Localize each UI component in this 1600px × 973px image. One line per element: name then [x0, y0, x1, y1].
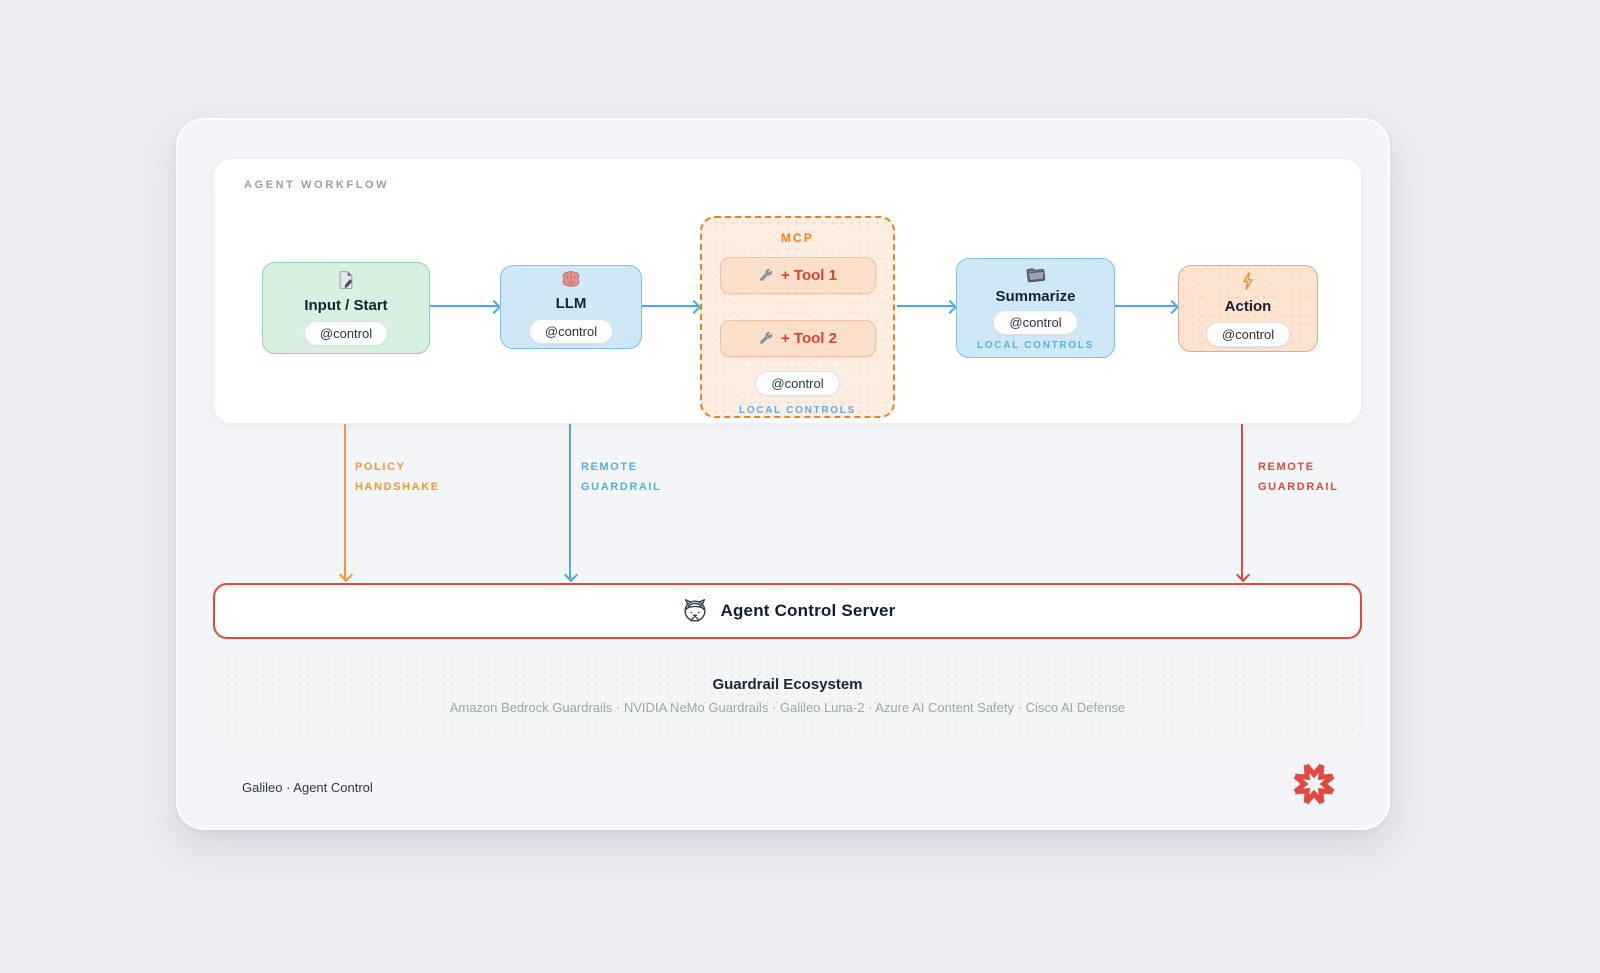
- tool-label: + Tool 2: [781, 330, 837, 347]
- control-badge: @control: [755, 371, 840, 396]
- panel-title: AGENT WORKFLOW: [244, 179, 390, 191]
- guardrail-ecosystem-panel: Guardrail Ecosystem Amazon Bedrock Guard…: [213, 652, 1362, 739]
- local-controls-label: LOCAL CONTROLS: [739, 405, 856, 416]
- footer-brand: Galileo · Agent Control: [242, 780, 373, 795]
- node-label: Summarize: [995, 288, 1076, 305]
- galileo-logo-icon: [1292, 762, 1336, 806]
- node-label: Input / Start: [304, 297, 388, 314]
- label-line: REMOTE: [581, 461, 638, 473]
- arrow-policy-handshake: [344, 424, 346, 580]
- wrench-icon: [758, 331, 774, 347]
- mcp-group: MCP + Tool 1 + Tool 2 @control LOCAL CON…: [700, 216, 895, 418]
- mcp-title: MCP: [780, 231, 815, 245]
- zap-icon: [1239, 271, 1257, 291]
- node-action: Action @control: [1178, 265, 1318, 352]
- arrow-llm-to-mcp: [642, 305, 698, 307]
- label-line: GUARDRAIL: [1258, 481, 1339, 494]
- control-badge: @control: [993, 310, 1078, 335]
- tool-label: + Tool 1: [781, 267, 837, 284]
- agent-control-server-bar: Agent Control Server: [213, 583, 1362, 639]
- remote-guardrail-llm-label: REMOTE GUARDRAIL: [581, 457, 661, 498]
- control-badge: @control: [303, 321, 389, 346]
- node-label: Action: [1224, 297, 1272, 315]
- diagram-card: AGENT WORKFLOW Input / Start @control LL…: [176, 118, 1390, 830]
- agent-workflow-panel: AGENT WORKFLOW Input / Start @control LL…: [213, 158, 1362, 424]
- tool-1: + Tool 1: [719, 257, 876, 294]
- tool-2: + Tool 2: [719, 320, 876, 357]
- control-badge: @control: [1205, 321, 1291, 347]
- arrow-input-to-llm: [430, 305, 498, 307]
- ecosystem-providers: Amazon Bedrock Guardrails · NVIDIA NeMo …: [449, 700, 1126, 715]
- node-label: LLM: [555, 295, 587, 312]
- label-line: REMOTE: [1258, 461, 1315, 473]
- arrow-mcp-to-summarize: [897, 305, 954, 307]
- node-llm: LLM @control: [500, 265, 642, 349]
- local-controls-label: LOCAL CONTROLS: [977, 340, 1094, 351]
- control-badge: @control: [528, 319, 614, 344]
- server-title: Agent Control Server: [720, 601, 896, 620]
- folder-icon: [1025, 265, 1047, 283]
- remote-guardrail-action-label: REMOTE GUARDRAIL: [1258, 457, 1338, 498]
- guard-cat-icon: [680, 596, 710, 626]
- arrow-remote-guardrail-action: [1241, 424, 1243, 580]
- arrow-remote-guardrail-llm: [569, 424, 571, 580]
- document-icon: [336, 270, 356, 290]
- ecosystem-title: Guardrail Ecosystem: [712, 676, 863, 693]
- label-line: POLICY: [355, 461, 406, 473]
- node-input-start: Input / Start @control: [262, 262, 430, 354]
- label-line: HANDSHAKE: [355, 481, 440, 494]
- policy-handshake-label: POLICY HANDSHAKE: [355, 457, 440, 498]
- brain-icon: [561, 270, 581, 288]
- wrench-icon: [758, 268, 774, 284]
- arrow-summarize-to-action: [1115, 305, 1176, 307]
- label-line: GUARDRAIL: [581, 481, 662, 494]
- node-summarize: Summarize @control LOCAL CONTROLS: [956, 258, 1115, 358]
